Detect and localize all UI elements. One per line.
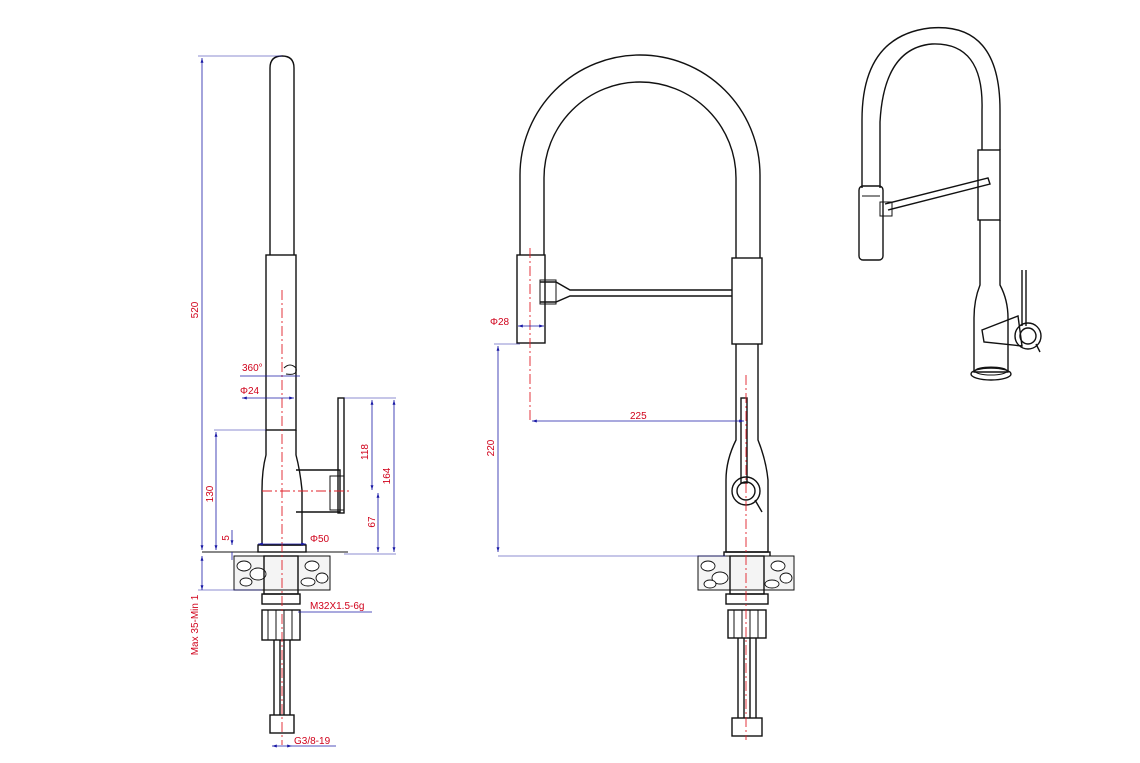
dim-front-height: 220 <box>486 439 497 456</box>
dim-spout-dia: Φ24 <box>240 386 260 397</box>
dim-thread: M32X1.5-6g <box>310 601 364 612</box>
dim-lever-axis: 67 <box>367 516 378 528</box>
dim-base-gap: 5 <box>221 535 232 541</box>
dim-head-dia: Φ28 <box>490 317 510 328</box>
dim-deck-range: Max 35-Min 1 <box>190 594 201 655</box>
dim-hose-thread: G3/8-19 <box>294 736 331 747</box>
dim-reach: 225 <box>630 411 647 422</box>
dim-lever-height: 118 <box>360 444 371 460</box>
front-view <box>494 54 795 740</box>
dim-total-lever: 164 <box>382 467 393 484</box>
dim-base-dia: Φ50 <box>310 534 330 545</box>
side-view <box>198 55 396 748</box>
dim-body-height: 130 <box>205 485 216 502</box>
isometric-view <box>858 26 1042 381</box>
dim-height-total: 520 <box>190 301 201 318</box>
dim-rotation: 360° <box>242 363 263 374</box>
